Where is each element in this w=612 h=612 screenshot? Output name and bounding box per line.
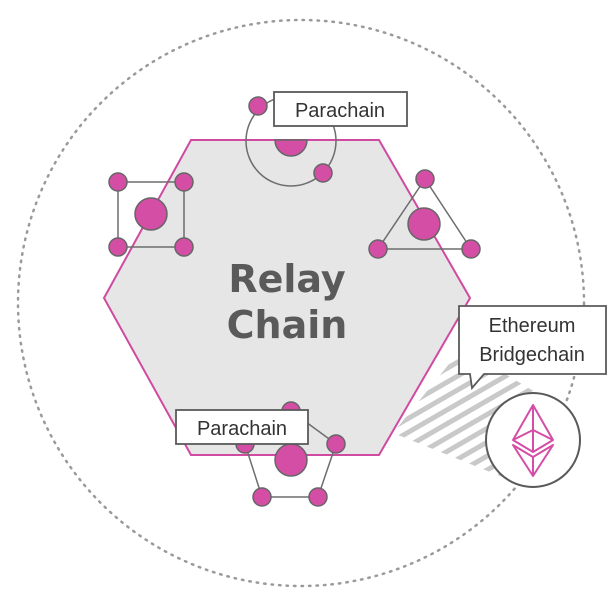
ring-collator-node — [313, 163, 333, 183]
pentagon-vertex-node — [326, 434, 346, 454]
square-corner-node — [174, 237, 194, 257]
pentagon-vertex-node — [308, 487, 328, 507]
square-corner-node — [108, 172, 128, 192]
triangle-vertex-node — [461, 239, 481, 259]
parachain-callout-bottom: Parachain — [175, 409, 309, 445]
bridgechain-label-line2: Bridgechain — [479, 344, 585, 366]
square-corner-node — [108, 237, 128, 257]
ethereum-icon — [512, 404, 554, 477]
parachain-bottom-label: Parachain — [197, 418, 287, 440]
bridgechain-callout: Ethereum Bridgechain — [458, 305, 607, 391]
parachain-callout-top: Parachain — [273, 91, 408, 127]
triangle-vertex-node — [368, 239, 388, 259]
square-center-node — [134, 197, 168, 231]
network-boundary — [16, 18, 586, 588]
relay-chain-hexagon — [102, 139, 472, 456]
square-corner-node — [174, 172, 194, 192]
ethereum-bridge-node — [485, 392, 581, 488]
ring-collator-node — [248, 96, 268, 116]
ring-center-node — [274, 139, 308, 157]
pentagon-vertex-node — [252, 487, 272, 507]
relay-chain-label-line1: Relay — [228, 257, 346, 301]
pentagon-center-node — [274, 443, 308, 477]
relay-chain-label-line2: Chain — [227, 303, 348, 347]
triangle-center-node — [407, 207, 441, 241]
parachain-triangle-right — [368, 169, 481, 259]
parachain-top-label: Parachain — [295, 100, 385, 122]
triangle-vertex-node — [415, 169, 435, 189]
parachain-square-left — [108, 172, 194, 257]
bridgechain-label-line1: Ethereum — [489, 315, 576, 337]
